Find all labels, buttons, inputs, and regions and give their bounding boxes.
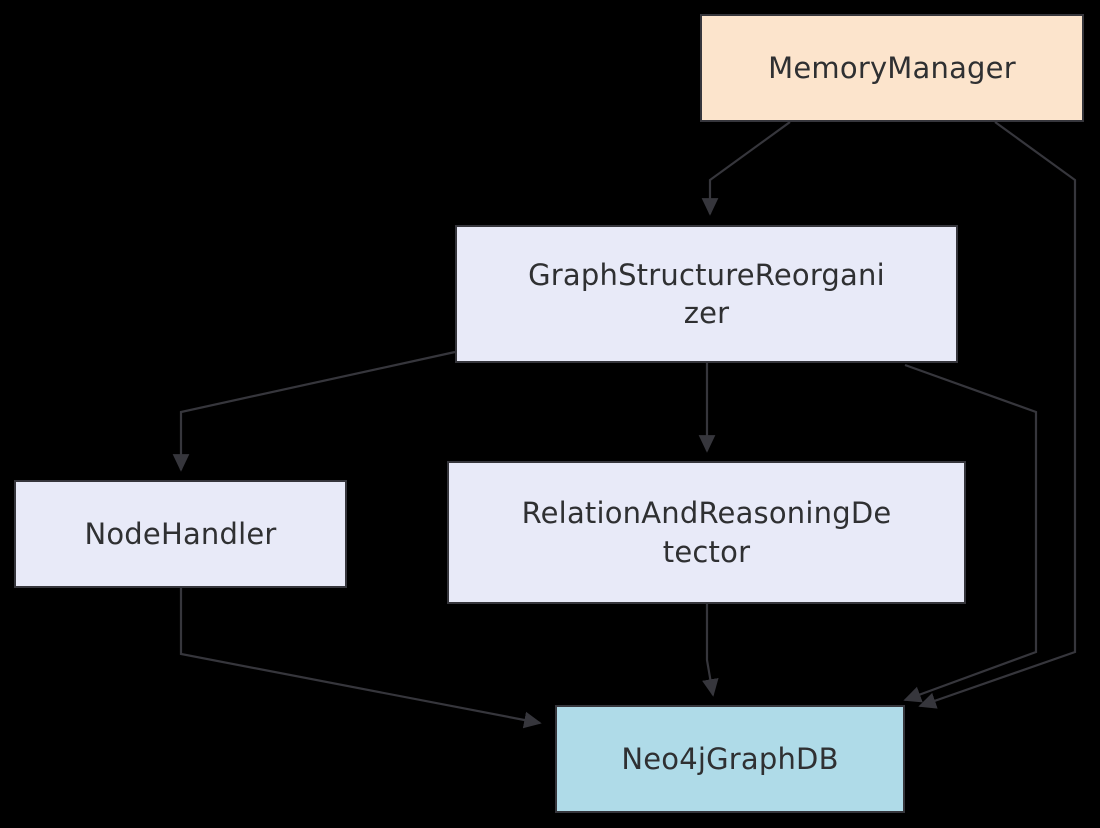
node-relationandreasoningdetector[interactable]: RelationAndReasoningDe tector [447, 461, 966, 604]
node-nodehandler[interactable]: NodeHandler [14, 480, 347, 588]
node-neo4jgraphdb[interactable]: Neo4jGraphDB [555, 705, 905, 813]
edge-nodehandler-to-neo4jgraphdb [179, 588, 542, 729]
edge-memorymanager-to-neo4jgraphdb [918, 121, 1077, 709]
node-graphstructurereorganizer[interactable]: GraphStructureReorgani zer [455, 225, 958, 363]
edge-relationandreasoningdetector-to-neo4jgraphdb [702, 604, 719, 697]
node-relationandreasoningdetector-label: RelationAndReasoningDe tector [521, 496, 892, 569]
node-graphstructurereorganizer-label: GraphStructureReorgani zer [528, 257, 885, 330]
node-neo4jgraphdb-label: Neo4jGraphDB [621, 741, 839, 776]
node-memorymanager-label: MemoryManager [768, 50, 1016, 85]
edge-memorymanager-to-graphstructurereorganizer [701, 121, 791, 216]
node-memorymanager[interactable]: MemoryManager [700, 14, 1084, 122]
node-nodehandler-label: NodeHandler [84, 516, 277, 551]
edge-graphstructurereorganizer-to-nodehandler [172, 350, 456, 472]
